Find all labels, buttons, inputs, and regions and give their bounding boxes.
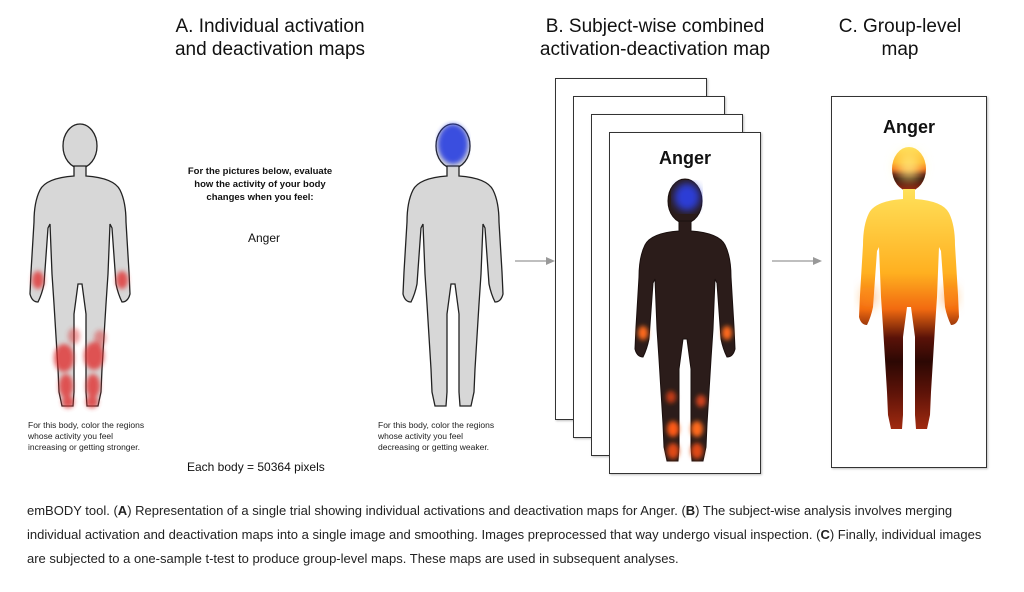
panel-b-heading-line1: B. Subject-wise combined <box>545 16 765 37</box>
combined-map-card: Anger <box>609 132 761 474</box>
caption-part2: ) Representation of a single trial showi… <box>127 503 686 518</box>
caption-label-a: A <box>117 503 128 518</box>
panel-b-heading: B. Subject-wise combined activation-deac… <box>520 15 790 61</box>
activation-instructions: For this body, color the regions whose a… <box>28 420 178 453</box>
activation-note-line1: For this body, color the regions <box>28 420 145 430</box>
activation-note-line2: whose activity you feel <box>28 431 114 441</box>
group-body-map <box>859 147 959 429</box>
evaluation-prompt: For the pictures below, evaluate how the… <box>170 165 350 204</box>
prompt-line1: For the pictures below, evaluate <box>187 166 333 177</box>
combined-activation-glow <box>638 326 732 459</box>
panel-b-heading-line2: activation-deactivation map <box>539 39 771 60</box>
group-heat-highlights <box>863 153 955 307</box>
panel-c-heading-line1: C. Group-level <box>838 16 962 37</box>
deactivation-note-line3: decreasing or getting weaker. <box>378 442 490 452</box>
pixel-count: Each body = 50364 pixels <box>187 460 325 474</box>
deactivation-note-line2: whose activity you feel <box>378 431 464 441</box>
caption-part3: ) The subject-wise analysis involves mer… <box>27 503 953 542</box>
deactivation-marks <box>438 124 468 164</box>
activation-body-outline <box>29 123 131 407</box>
deactivation-body-figure <box>402 123 504 407</box>
panel-c-heading-line2: map <box>881 39 919 60</box>
combined-body-silhouette <box>634 178 736 462</box>
caption-label-c: C <box>820 527 830 542</box>
panel-a-heading-line2: and deactivation maps <box>174 39 366 60</box>
deactivation-instructions: For this body, color the regions whose a… <box>378 420 528 453</box>
panel-a-heading: A. Individual activation and deactivatio… <box>155 15 385 61</box>
caption-part4: ) Finally, individual images are subject… <box>27 527 982 566</box>
deactivation-body-outline <box>402 123 504 407</box>
caption-part1: emBODY tool. ( <box>27 503 118 518</box>
group-map-label: Anger <box>882 117 935 137</box>
panel-c-heading: C. Group-level map <box>820 15 980 61</box>
activation-note-line3: increasing or getting stronger. <box>28 442 140 452</box>
activation-marks <box>32 271 128 408</box>
arrow-b-to-c <box>772 257 822 265</box>
combined-body-map <box>634 178 736 462</box>
prompt-line2: how the activity of your body <box>194 179 326 190</box>
deactivation-note-line1: For this body, color the regions <box>378 420 495 430</box>
figure-caption: emBODY tool. (A) Representation of a sin… <box>27 499 997 571</box>
group-body-heatmap <box>859 147 959 429</box>
arrow-a-to-b <box>515 257 555 265</box>
combined-deactivation-glow <box>674 183 700 211</box>
group-map-card: Anger <box>831 96 987 468</box>
panel-a-heading-line1: A. Individual activation <box>175 16 365 37</box>
emotion-word: Anger <box>248 231 281 245</box>
combined-map-label: Anger <box>658 148 711 168</box>
caption-label-b: B <box>685 503 696 518</box>
activation-body-figure <box>29 123 131 408</box>
prompt-line3: changes when you feel: <box>206 192 314 203</box>
